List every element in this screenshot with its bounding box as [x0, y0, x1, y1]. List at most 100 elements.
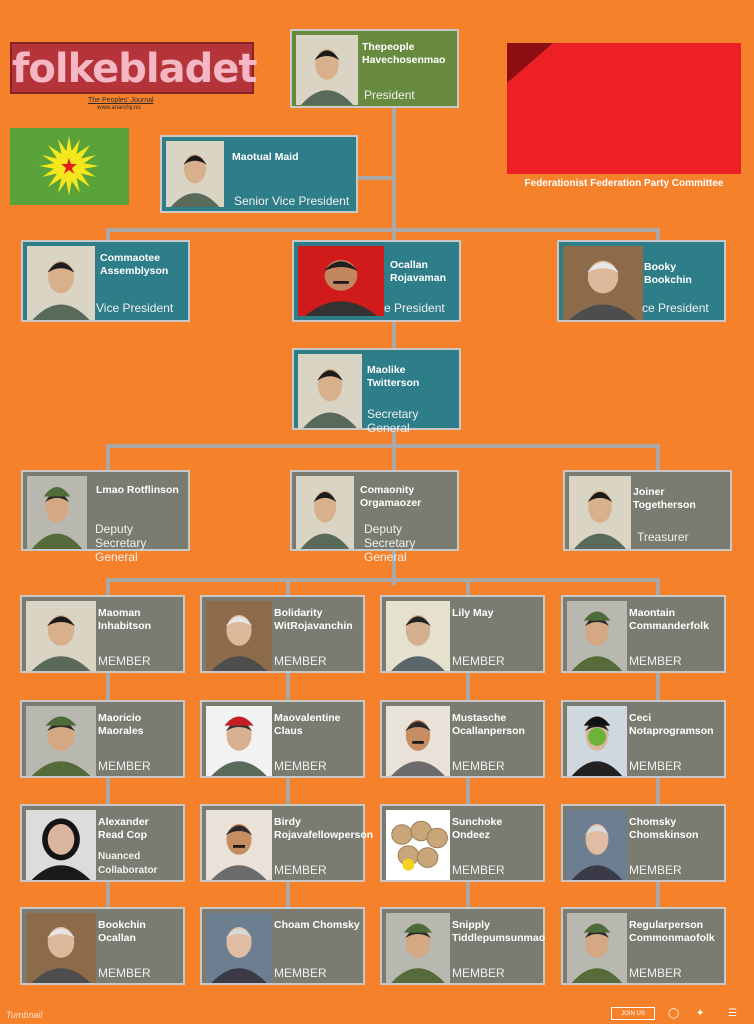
- connector: [656, 444, 660, 472]
- portrait-photo: [26, 810, 96, 880]
- instagram-icon[interactable]: ◯: [668, 1008, 680, 1019]
- folkebladet-logo[interactable]: folkebladet: [10, 42, 257, 94]
- member-role: MEMBER: [629, 863, 682, 877]
- twitter-icon[interactable]: ✦: [696, 1008, 705, 1019]
- portrait-photo: [567, 913, 627, 983]
- vp-card[interactable]: Commaotee Assemblyson Vice President: [21, 240, 190, 322]
- portrait-photo: [206, 601, 272, 671]
- member-name: Mustasche Ocallanperson: [452, 712, 525, 737]
- deputy-card[interactable]: Lmao Rotflinson Deputy Secretary General: [21, 470, 190, 564]
- portrait-photo: [27, 476, 87, 549]
- portrait-photo: [386, 706, 450, 776]
- logo-text: folkebladet: [12, 46, 257, 92]
- member-name: Bookchin Ocallan: [98, 919, 146, 944]
- portrait-photo: [567, 810, 627, 880]
- member-name: Regularperson Commonmaofolk: [629, 919, 715, 944]
- member-name: Ceci Notaprogramson: [629, 712, 714, 737]
- portrait-photo: [567, 706, 627, 776]
- portrait-photo: [386, 601, 450, 671]
- member-role: MEMBER: [452, 863, 505, 877]
- member-name: Lily May: [452, 607, 494, 619]
- member-role: MEMBER: [274, 863, 327, 877]
- member-name: Snipply Tiddlepumsunmao: [452, 919, 546, 944]
- connector: [106, 444, 658, 448]
- secretary-general-card[interactable]: Maolike Twitterson Secretary General: [292, 348, 461, 435]
- connector: [106, 578, 658, 582]
- senior-vp-name: Maotual Maid: [232, 151, 299, 163]
- connector: [392, 105, 396, 585]
- member-role: MEMBER: [98, 966, 151, 980]
- portrait-photo: [298, 354, 362, 428]
- member-role: MEMBER: [452, 966, 505, 980]
- member-name: Choam Chomsky: [274, 919, 360, 931]
- portrait-photo: [386, 810, 450, 880]
- portrait-photo: [296, 35, 358, 105]
- deputy-role: Deputy Secretary General: [95, 522, 147, 564]
- logo-tagline: The Peoples' Journal: [88, 97, 154, 104]
- deputy-name: Lmao Rotflinson: [96, 484, 179, 496]
- join-button[interactable]: JOIN US: [611, 1007, 655, 1020]
- connector: [106, 228, 110, 242]
- portrait-photo: [206, 913, 272, 983]
- vp-name: Commaotee Assemblyson: [100, 252, 169, 277]
- member-name: Birdy Rojavafellowperson: [274, 816, 374, 841]
- red-committee-banner: [507, 43, 741, 174]
- menu-icon[interactable]: ☰: [728, 1008, 737, 1019]
- member-name: Maovalentine Claus: [274, 712, 341, 737]
- vp-card[interactable]: Booky Bookchin ce President: [557, 240, 726, 322]
- deputy-role: Deputy Secretary General: [364, 522, 416, 564]
- logo-site[interactable]: www.anarchy.no: [97, 105, 141, 111]
- deputy-name: Comaonity Orgamaozer: [360, 484, 422, 509]
- portrait-photo: [166, 141, 224, 207]
- treasurer-name: Joiner Togetherson: [633, 486, 696, 511]
- portrait-photo: [296, 476, 354, 549]
- portrait-photo: [206, 706, 272, 776]
- secretary-general-name: Maolike Twitterson: [367, 364, 420, 389]
- member-role: MEMBER: [629, 966, 682, 980]
- member-role: MEMBER: [274, 759, 327, 773]
- connector: [106, 228, 658, 232]
- footer-bar: [0, 1005, 754, 1024]
- connector: [106, 444, 110, 472]
- portrait-photo: [563, 246, 643, 320]
- member-name: Bolidarity WitRojavanchin: [274, 607, 353, 632]
- treasurer-card[interactable]: Joiner Togetherson Treasurer: [563, 470, 732, 551]
- senior-vp-card[interactable]: Maotual Maid Senior Vice President: [160, 135, 358, 213]
- member-name: Maontain Commanderfolk: [629, 607, 709, 632]
- member-role: MEMBER: [274, 654, 327, 668]
- portrait-photo: [206, 810, 272, 880]
- member-role: MEMBER: [629, 759, 682, 773]
- portrait-photo: [386, 913, 450, 983]
- portrait-photo: [26, 706, 96, 776]
- member-role: Nuanced Collaborator: [98, 851, 158, 876]
- president-role: President: [364, 88, 415, 102]
- member-role: MEMBER: [274, 966, 327, 980]
- vp-card[interactable]: Ocallan Rojavaman e President: [292, 240, 461, 322]
- vp-role: Vice President: [96, 301, 174, 315]
- president-card[interactable]: Thepeople Havechosenmao President: [290, 29, 459, 108]
- deputy-card[interactable]: Comaonity Orgamaozer Deputy Secretary Ge…: [290, 470, 459, 564]
- member-name: Sunchoke Ondeez: [452, 816, 503, 841]
- vp-name: Ocallan Rojavaman: [390, 259, 447, 284]
- footer-brand[interactable]: Tumbnail: [6, 1010, 43, 1020]
- portrait-photo: [26, 601, 96, 671]
- portrait-photo: [27, 246, 95, 320]
- portrait-photo: [567, 601, 627, 671]
- member-name: Maoricio Maorales: [98, 712, 144, 737]
